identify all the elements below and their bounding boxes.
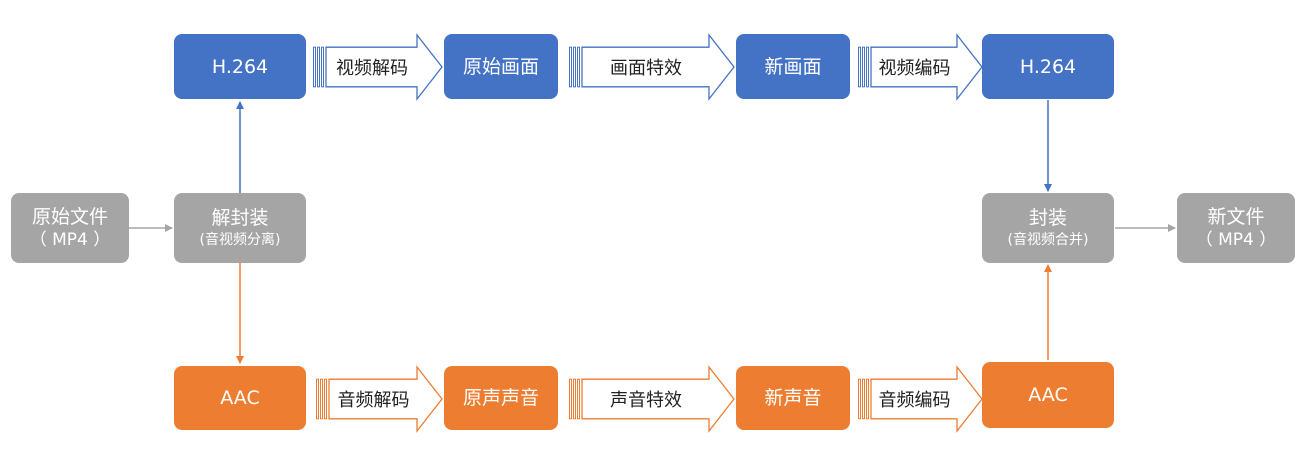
demux-node: 解封装 (音视频分离) — [174, 193, 306, 263]
video-decode-arrow: 视频解码 — [313, 33, 443, 101]
output-file-format: （ MP4 ） — [1195, 230, 1277, 250]
audio-encode-arrow: 音频编码 — [858, 365, 983, 433]
arrow-shape-icon — [569, 365, 735, 433]
arrow-body — [328, 365, 443, 433]
source-file-title: 原始文件 — [31, 206, 108, 228]
arrow-stripe — [862, 46, 865, 88]
raw-audio-node: 原声声音 — [444, 366, 558, 430]
new-audio-label: 新声音 — [764, 387, 822, 409]
arrow-shape-icon — [316, 365, 443, 433]
mux-node: 封装 (音视频合并) — [982, 193, 1114, 263]
arrow-stripe — [316, 378, 319, 420]
audio-effect-arrow: 声音特效 — [569, 365, 735, 433]
arrow-stripe — [866, 378, 869, 420]
audio-encode-label: 音频编码 — [878, 390, 951, 411]
output-file-node: 新文件 （ MP4 ） — [1177, 193, 1295, 263]
arrow-shape-icon — [313, 33, 443, 101]
audio-in-label: AAC — [220, 387, 260, 409]
video-effect-label: 画面特效 — [610, 58, 682, 79]
arrow-stripe — [573, 46, 576, 88]
arrow-stripe — [324, 378, 327, 420]
arrow-stripe — [858, 378, 861, 420]
arrow-shape-icon — [569, 33, 735, 101]
arrow-stripe — [866, 46, 869, 88]
video-encode-label: 视频编码 — [878, 58, 951, 79]
arrow-stripe — [862, 378, 865, 420]
raw-audio-label: 原声声音 — [462, 387, 539, 409]
audio-decode-label: 音频解码 — [337, 390, 410, 411]
video-in-label: H.264 — [211, 55, 269, 78]
demux-subtitle: (音视频分离) — [199, 232, 281, 248]
arrow-stripe — [317, 46, 320, 88]
mux-title: 封装 — [1028, 207, 1067, 229]
arrow-stripe — [858, 46, 861, 88]
demux-title: 解封装 — [211, 207, 269, 229]
audio-in-node: AAC — [174, 366, 306, 430]
video-out-node: H.264 — [982, 34, 1114, 99]
arrow-body — [581, 365, 735, 433]
video-out-label: H.264 — [1019, 55, 1077, 78]
arrow-stripe — [569, 46, 572, 88]
arrow-stripe — [321, 46, 324, 88]
arrow-body — [581, 33, 735, 101]
new-frame-label: 新画面 — [764, 55, 822, 78]
output-file-title: 新文件 — [1207, 206, 1265, 228]
audio-effect-label: 声音特效 — [610, 390, 682, 411]
arrow-stripe — [320, 378, 323, 420]
source-file-format: （ MP4 ） — [29, 230, 111, 250]
arrow-body — [325, 33, 443, 101]
video-in-node: H.264 — [174, 34, 306, 99]
raw-frame-label: 原始画面 — [462, 55, 539, 78]
new-frame-node: 新画面 — [736, 34, 850, 99]
audio-out-label: AAC — [1028, 384, 1068, 406]
arrow-body — [870, 365, 983, 433]
arrow-stripe — [577, 378, 580, 420]
new-audio-node: 新声音 — [736, 366, 850, 430]
raw-frame-node: 原始画面 — [444, 34, 558, 99]
video-encode-arrow: 视频编码 — [858, 33, 983, 101]
audio-out-node: AAC — [982, 362, 1114, 428]
arrow-stripe — [569, 378, 572, 420]
arrow-stripe — [573, 378, 576, 420]
arrow-stripe — [577, 46, 580, 88]
video-decode-label: 视频解码 — [336, 58, 408, 79]
arrow-shape-icon — [858, 33, 983, 101]
arrow-stripe — [313, 46, 316, 88]
source-file-node: 原始文件 （ MP4 ） — [11, 193, 129, 263]
video-effect-arrow: 画面特效 — [569, 33, 735, 101]
arrow-shape-icon — [858, 365, 983, 433]
audio-decode-arrow: 音频解码 — [316, 365, 443, 433]
mux-subtitle: (音视频合并) — [1007, 232, 1089, 248]
arrow-body — [870, 33, 983, 101]
